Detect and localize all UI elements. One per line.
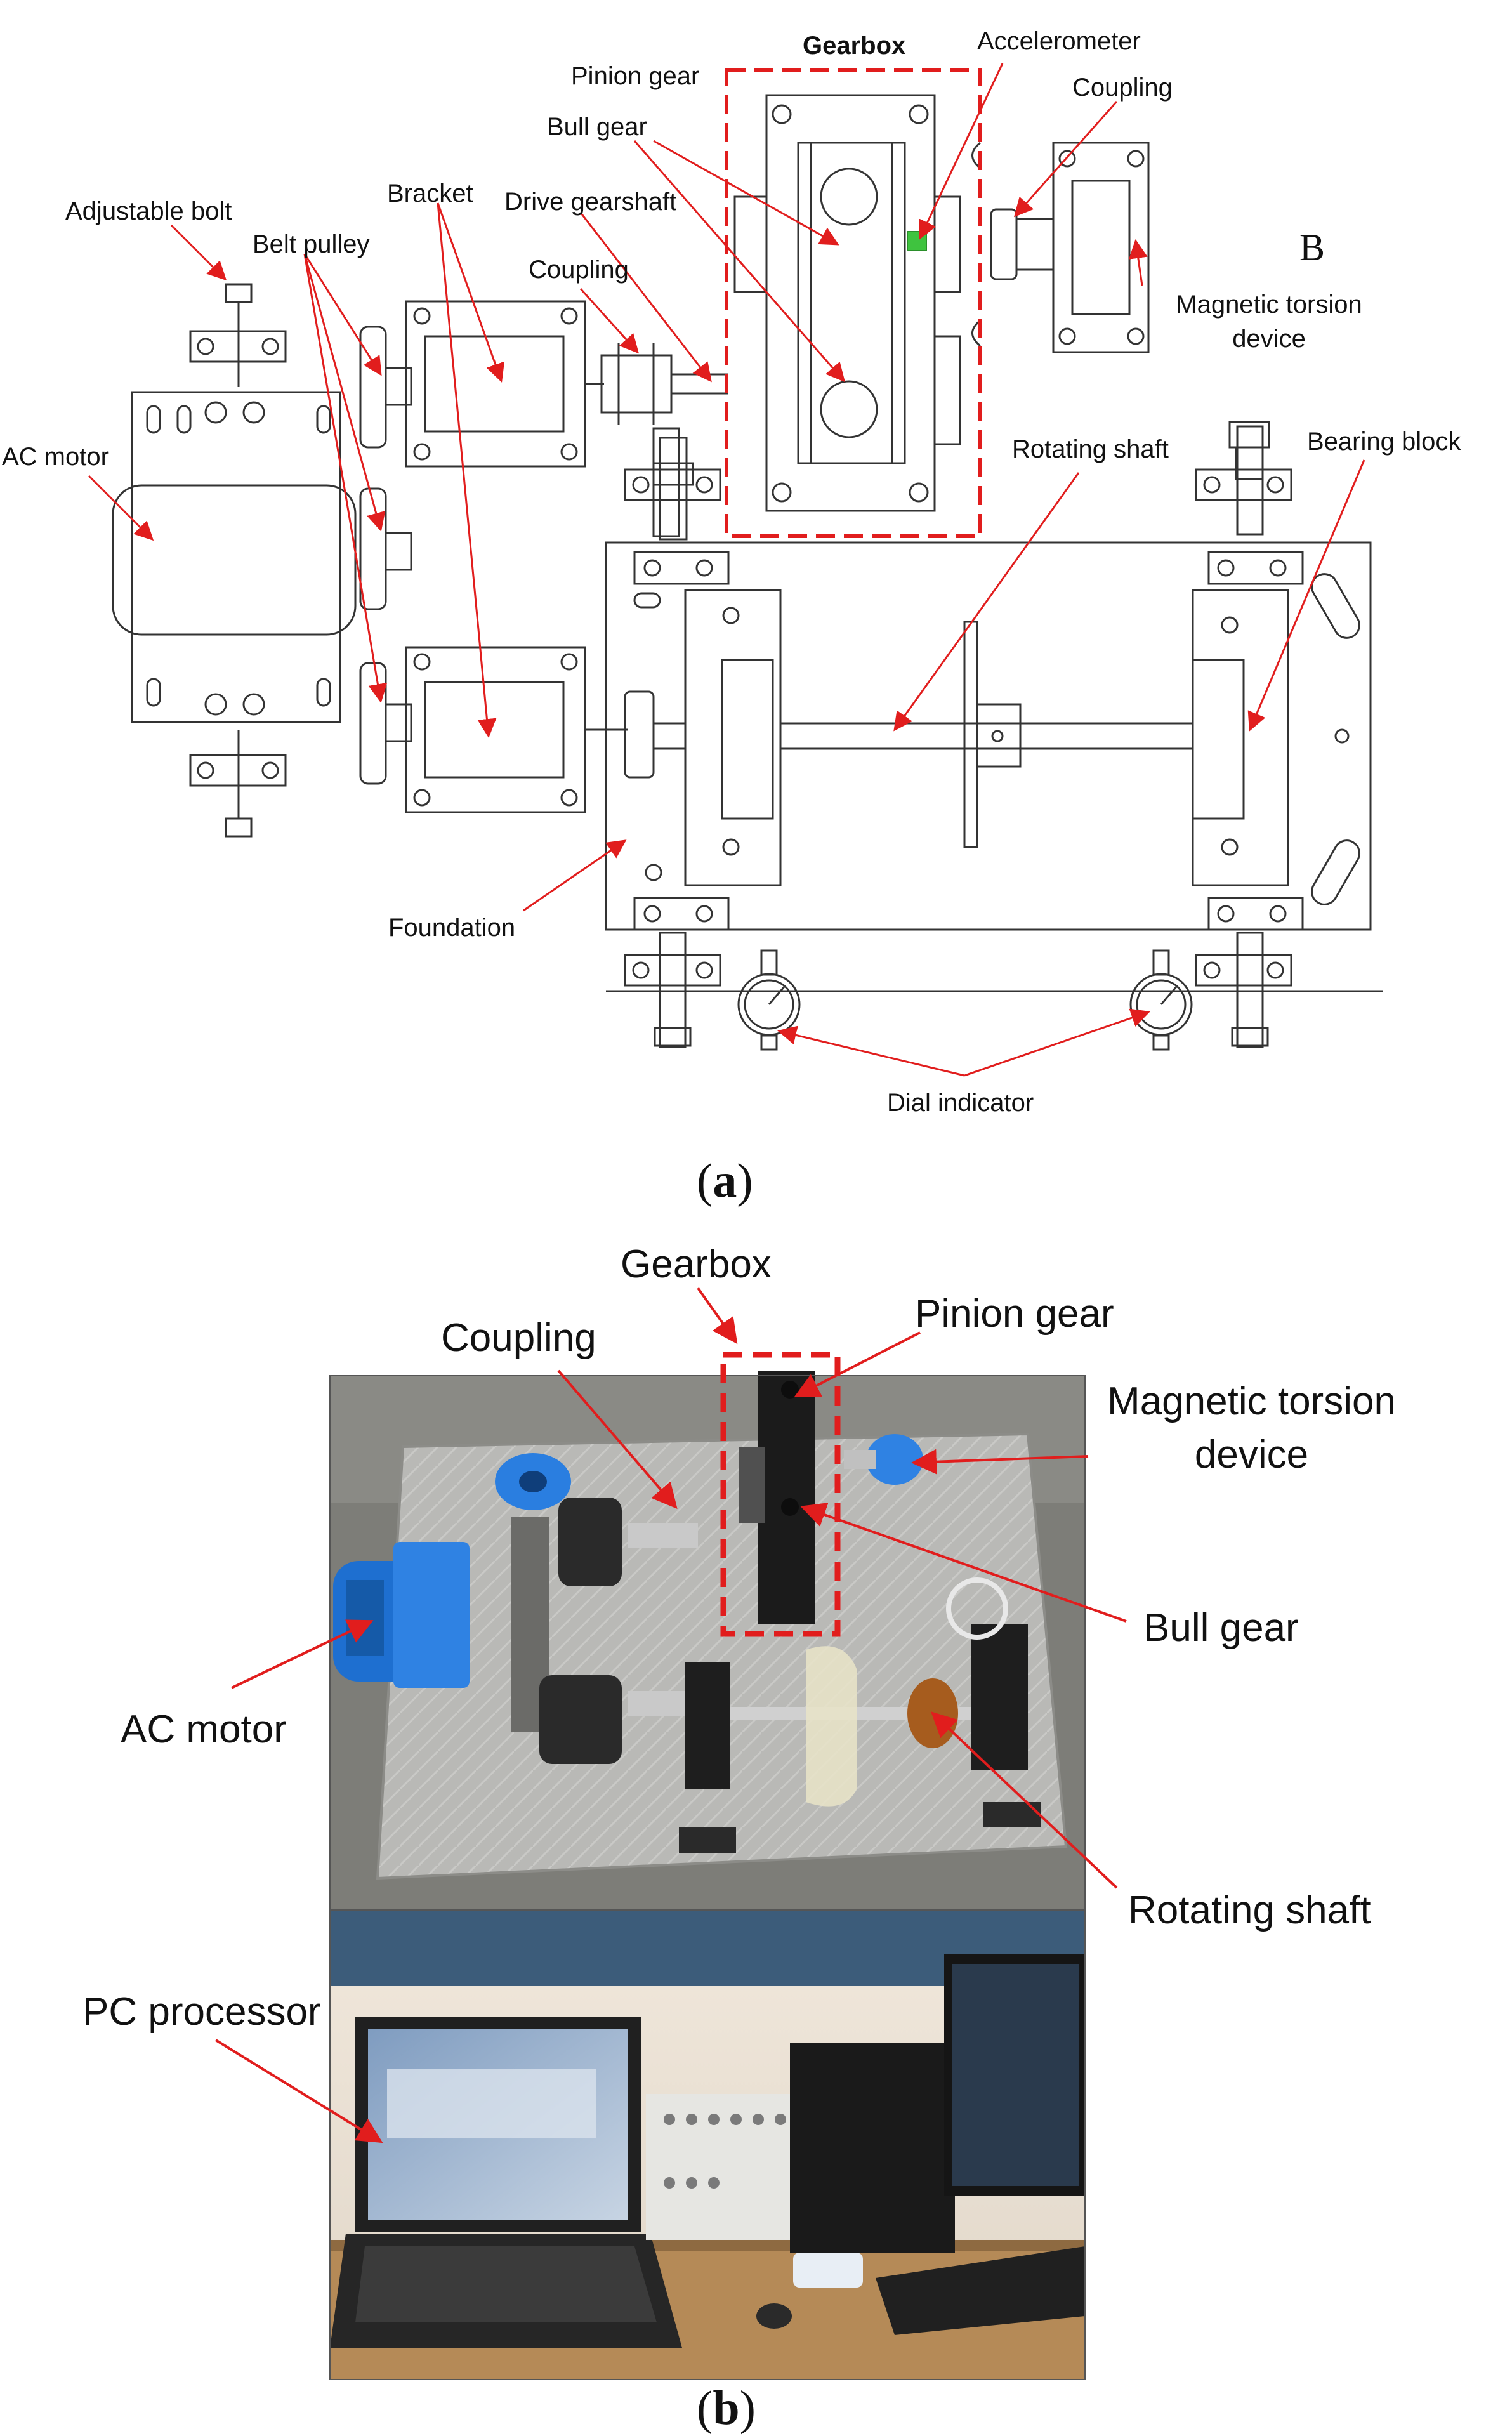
label-magnetic-torsion-a: Magnetic torsion device [1167,292,1371,352]
gearbox-drawing [733,94,981,512]
label-magnetic-torsion-a-line2: device [1232,325,1306,353]
label-bearing-block: Bearing block [1307,428,1461,456]
rotating-shaft-drawing [624,421,1292,886]
label-bull-gear-a: Bull gear [547,113,647,141]
label-rotating-shaft-b: Rotating shaft [1128,1888,1371,1932]
photo-gearbox [758,1371,815,1624]
caption-b: (b) [697,2381,756,2435]
label-magnetic-torsion-b: Magnetic torsion device [1079,1382,1424,1475]
label-foundation: Foundation [388,914,516,942]
annotation-arrows-a [88,63,1365,1077]
adjustable-bolt-drawing [189,283,287,838]
label-pc-processor: PC processor [82,1990,321,2034]
label-gearbox-a: Gearbox [803,32,906,60]
magnetic-torsion-drawing [990,142,1150,353]
foundation-drawing [605,541,1372,931]
label-ac-motor-b: AC motor [121,1708,287,1751]
label-magnetic-torsion-b-line2: device [1194,1433,1309,1477]
label-bracket: Bracket [387,180,473,207]
ac-motor-drawing [112,391,357,723]
belt-pulley-drawing [359,326,412,785]
label-bull-gear-b: Bull gear [1143,1606,1299,1650]
label-coupling-b: Coupling [441,1316,596,1360]
label-dial-indicator: Dial indicator [887,1089,1034,1117]
caption-a: (a) [697,1154,753,1208]
label-magnetic-torsion-a-line1: Magnetic torsion [1176,291,1362,319]
label-drive-gearshaft: Drive gearshaft [504,188,677,216]
label-magnetic-torsion-b-line1: Magnetic torsion [1107,1379,1396,1423]
label-belt-pulley: Belt pulley [253,230,370,258]
photo-magnetic-torsion [866,1434,923,1485]
label-ac-motor-a: AC motor [2,443,109,471]
panel-a-drawing [112,94,1383,1051]
label-rotating-shaft-a: Rotating shaft [1012,435,1169,463]
drive-gearshaft-drawing [600,343,728,541]
photo-disk [806,1646,857,1807]
bracket-drawing [405,300,628,813]
caption-b-letter: b [713,2381,740,2435]
label-accelerometer: Accelerometer [977,27,1141,55]
label-pinion-gear-b: Pinion gear [915,1292,1114,1336]
rig-base-plate [376,1432,1068,1880]
caption-a-letter: a [713,1154,737,1208]
label-section-b: B [1299,227,1325,268]
dial-indicator-drawing [606,932,1383,1051]
label-coupling-mid: Coupling [529,256,629,284]
annotation-arrows-b [214,1287,1127,2143]
label-gearbox-b: Gearbox [621,1242,772,1286]
gearbox-dashed-outline-b [720,1352,841,1637]
label-pinion-gear-a: Pinion gear [571,62,700,90]
gearbox-dashed-outline-a [725,68,982,538]
label-adjustable-bolt: Adjustable bolt [65,197,232,225]
accelerometer-marker [907,231,927,251]
label-coupling-top: Coupling [1072,74,1173,102]
panel-b-photo [329,1371,1086,2380]
